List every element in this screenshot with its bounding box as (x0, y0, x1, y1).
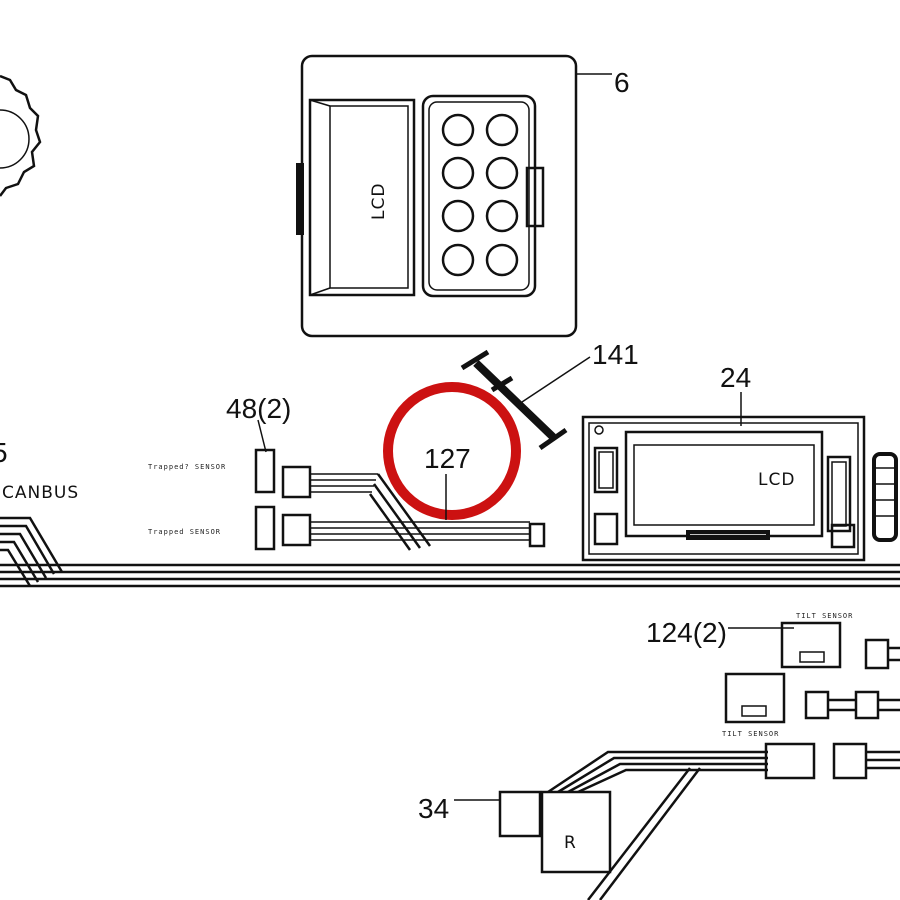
sensor-assemblies: Trapped? SENSOR Trapped SENSOR 48(2) (148, 393, 546, 551)
main-harness: CANBUS 5 (0, 437, 900, 588)
right-edge-connector (872, 452, 898, 542)
keypad-controller: LCD 6 (296, 54, 630, 338)
highlight-ring (383, 382, 521, 520)
relay-label: R (564, 833, 577, 853)
callout-34: 34 (418, 793, 449, 824)
sensor-b-text: Trapped SENSOR (148, 528, 221, 536)
callout-124: 124(2) (646, 617, 727, 648)
mounting-bracket: 141 (460, 339, 639, 451)
tilt-sensors: TILT SENSOR 124(2) TILT SENSOR (646, 612, 900, 738)
lcd-board: LCD 24 (581, 362, 898, 562)
relay-assembly: R 34 (418, 742, 900, 900)
lcd-board-label: LCD (758, 470, 795, 490)
callout-141: 141 (592, 339, 639, 370)
tilt-b-text: TILT SENSOR (722, 730, 779, 738)
callout-edge: 5 (0, 437, 8, 468)
callout-6: 6 (614, 67, 630, 98)
callout-24: 24 (720, 362, 751, 393)
callout-127: 127 (424, 443, 471, 474)
callout-48: 48(2) (226, 393, 291, 424)
gear-component (0, 74, 42, 197)
canbus-label: CANBUS (2, 483, 79, 503)
keypad-lcd-label: LCD (369, 183, 389, 220)
highlight-127: 127 (383, 382, 521, 520)
keypad-buttons (441, 113, 519, 277)
tilt-a-text: TILT SENSOR (796, 612, 853, 620)
sensor-a-text: Trapped? SENSOR (148, 463, 226, 471)
